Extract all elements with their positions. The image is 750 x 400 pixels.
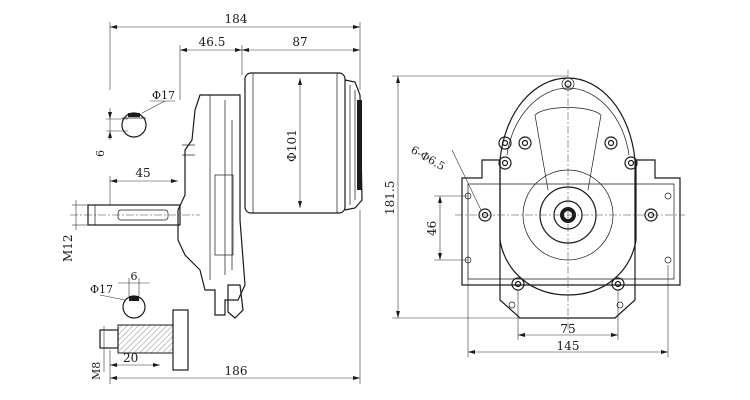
dim-label-181-5: 181.5: [383, 181, 397, 215]
dim-label-145: 145: [557, 339, 580, 353]
dim-label-motor-diameter: Φ101: [285, 129, 299, 162]
dim-label-m8: M8: [90, 362, 103, 380]
dim-label-mounting-holes: 6-Φ6.5: [409, 143, 448, 173]
dim-label-87: 87: [292, 35, 307, 49]
dimension-145: 145: [467, 265, 669, 357]
dim-label-key-upper-width: 6: [94, 150, 107, 157]
bolt-holes: [464, 136, 672, 309]
side-view: 184 46.5 87 Φ101: [61, 12, 363, 384]
dimension-flange-motor: 46.5 87: [179, 35, 360, 100]
output-shaft: 45 M12: [61, 166, 200, 262]
dimension-overall-bottom: 186: [109, 210, 361, 384]
dim-label-46-5: 46.5: [199, 35, 226, 49]
motor-body: Φ101: [244, 72, 363, 214]
keyway-section-lower: 6 Φ17: [90, 270, 150, 319]
dim-label-20: 20: [123, 351, 138, 365]
dim-label-key-lower-diameter: Φ17: [90, 283, 113, 296]
dim-label-186: 186: [225, 364, 248, 378]
dim-label-46: 46: [425, 221, 439, 236]
front-view: 181.5: [383, 70, 685, 357]
bolt-section: M8 20: [90, 309, 189, 380]
dim-label-key-upper-diameter: Φ17: [152, 89, 175, 102]
dim-label-75: 75: [560, 322, 575, 336]
dim-label-184: 184: [225, 12, 248, 26]
keyway-section-upper: Φ17 6: [94, 89, 175, 157]
dimension-overall-height: 181.5: [383, 75, 568, 319]
dim-label-m12: M12: [61, 234, 75, 262]
dimension-46: 46: [425, 195, 468, 261]
gearbox-housing: [177, 94, 246, 319]
dimension-overall-top: 184: [109, 12, 361, 90]
dimension-75: 75: [517, 290, 619, 340]
mounting-plate: [461, 159, 681, 319]
dim-label-key-lower-width: 6: [131, 270, 138, 283]
dim-label-45: 45: [135, 166, 150, 180]
